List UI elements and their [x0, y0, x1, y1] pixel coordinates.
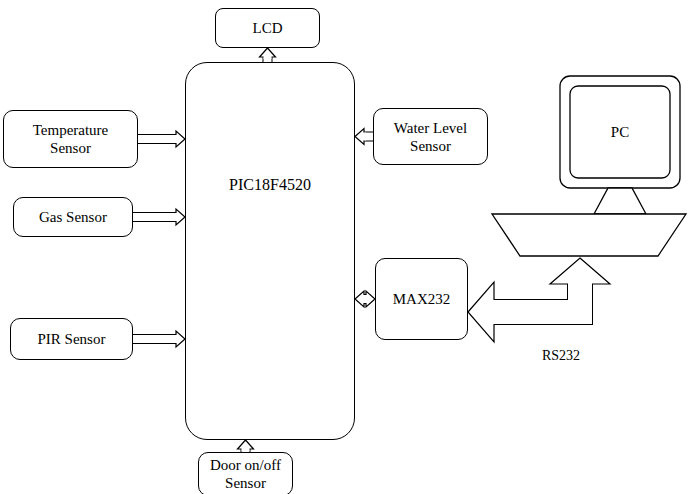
- node-label: Temperature Sensor: [18, 121, 123, 157]
- block-arrow: [260, 48, 276, 62]
- computer-figure: PC: [490, 74, 688, 258]
- interface-box: MAX232: [375, 258, 468, 340]
- block-arrow: [133, 331, 185, 347]
- block-arrow: [355, 291, 375, 307]
- block-arrow: [468, 258, 610, 342]
- sensor-box: Gas Sensor: [13, 197, 133, 237]
- node-label: LCD: [253, 19, 283, 37]
- microcontroller-box: PIC18F4520: [185, 62, 355, 440]
- block-arrow: [133, 209, 185, 225]
- block-arrow: [238, 440, 254, 452]
- node-label: Water Level Sensor: [382, 119, 479, 155]
- sensor-box: Door on/off Sensor: [198, 452, 293, 494]
- node-label: PIR Sensor: [38, 330, 106, 348]
- sensor-box: Water Level Sensor: [373, 108, 488, 165]
- node-label: Gas Sensor: [39, 208, 107, 226]
- sensor-box: PIR Sensor: [10, 318, 133, 360]
- node-label: MAX232: [393, 290, 451, 308]
- block-arrow: [355, 129, 373, 145]
- screen-area: PC: [570, 86, 670, 178]
- link-label: RS232: [540, 348, 582, 365]
- node-label: PC: [611, 123, 629, 141]
- node-label: Door on/off Sensor: [207, 456, 284, 492]
- block-arrow: [138, 131, 185, 147]
- sensor-box: Temperature Sensor: [3, 110, 138, 168]
- node-label: PIC18F4520: [229, 175, 311, 194]
- computer-outline: [490, 74, 688, 258]
- display-box: LCD: [215, 8, 320, 48]
